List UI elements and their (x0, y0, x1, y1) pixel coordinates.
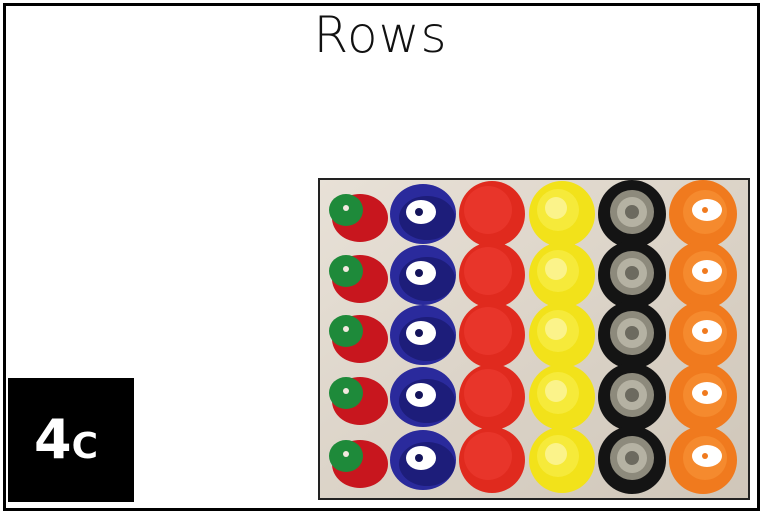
cap-orange-cap (669, 426, 737, 494)
slide-title: Rows (313, 6, 448, 64)
cap-yellow-cap (529, 242, 595, 308)
cap-blue-cap (390, 305, 456, 365)
cap-red-green-cap (329, 377, 388, 425)
cap-blue-cap (390, 245, 456, 305)
cap-orange-cap (669, 241, 737, 309)
cap-orange-cap (669, 301, 737, 369)
cap-red-cap (459, 427, 525, 493)
badge-letter: C (71, 426, 98, 467)
cap-black-cap (598, 426, 666, 494)
cap-yellow-cap (529, 427, 595, 493)
cap-red-green-cap (329, 255, 388, 303)
cap-red-cap (459, 242, 525, 308)
cap-red-cap (459, 364, 525, 430)
slide-badge: 4C (8, 378, 134, 502)
cap-yellow-cap (529, 364, 595, 430)
badge-label: 4C (34, 405, 98, 482)
cap-blue-cap (390, 367, 456, 427)
cap-red-green-cap (329, 194, 388, 242)
cap-black-cap (598, 241, 666, 309)
cap-black-cap (598, 363, 666, 431)
cap-yellow-cap (529, 181, 595, 247)
cap-red-cap (459, 302, 525, 368)
cap-black-cap (598, 180, 666, 248)
cap-red-green-cap (329, 440, 388, 488)
cap-blue-cap (390, 430, 456, 490)
badge-number: 4 (34, 408, 72, 471)
cap-black-cap (598, 301, 666, 369)
cap-orange-cap (669, 363, 737, 431)
cap-red-cap (459, 181, 525, 247)
bottle-caps-photo-icon (320, 180, 748, 498)
cap-blue-cap (390, 184, 456, 244)
bottle-caps-photo (318, 178, 750, 500)
cap-red-green-cap (329, 315, 388, 363)
cap-yellow-cap (529, 302, 595, 368)
cap-orange-cap (669, 180, 737, 248)
